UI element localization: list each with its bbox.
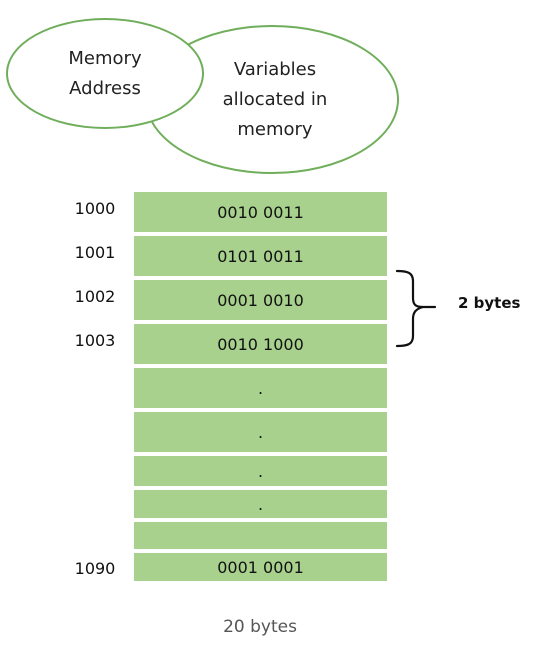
cell-value-5: .: [257, 422, 264, 442]
address-label-0: 1000: [74, 199, 116, 218]
memory-cell-4: .: [134, 368, 387, 408]
address-label-1: 1001: [74, 243, 116, 262]
memory-cell-0: 0010 0011: [134, 192, 387, 232]
cell-value-7: .: [257, 494, 264, 514]
address-label-2: 1002: [74, 287, 116, 306]
brace-label: 2 bytes: [458, 294, 521, 312]
cell-value-6: .: [257, 461, 264, 481]
memory-cell-5: .: [134, 412, 387, 452]
address-label-9: 1090: [74, 559, 116, 578]
memory-cell-8: [134, 522, 387, 549]
memory-cell-9: 0001 0001: [134, 553, 387, 581]
memory-address-label: Memory Address: [68, 47, 142, 99]
memory-address-ellipse: Memory Address: [6, 18, 204, 129]
variables-label: Variables allocated in memory: [222, 58, 328, 140]
cell-value-1: 0101 0011: [217, 246, 304, 266]
memory-cell-2: 0001 0010: [134, 280, 387, 320]
address-label-3: 1003: [74, 331, 116, 350]
cell-value-4: .: [257, 378, 264, 398]
cell-value-2: 0001 0010: [217, 290, 304, 310]
memory-cell-7: .: [134, 490, 387, 518]
cell-value-3: 0010 1000: [217, 334, 304, 354]
curly-brace-icon: [395, 269, 437, 348]
cell-value-9: 0001 0001: [217, 557, 304, 577]
memory-cell-6: .: [134, 456, 387, 486]
memory-cell-1: 0101 0011: [134, 236, 387, 276]
memory-cell-3: 0010 1000: [134, 324, 387, 364]
caption: 20 bytes: [223, 617, 297, 637]
cell-value-0: 0010 0011: [217, 202, 304, 222]
